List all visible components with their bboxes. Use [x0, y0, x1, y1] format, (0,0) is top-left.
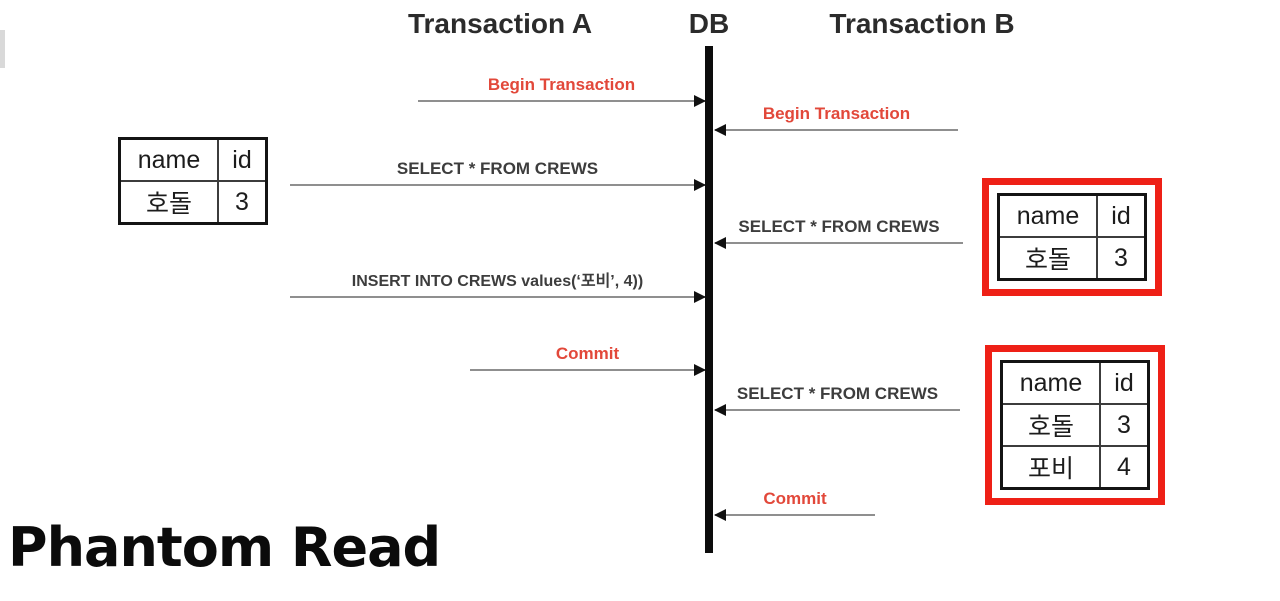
- message-a-select: SELECT * FROM CREWS: [290, 159, 706, 191]
- message-label: INSERT INTO CREWS values(‘포비’, 4)): [351, 273, 644, 290]
- table-cell-name: 호돌: [118, 180, 219, 225]
- arrow-line: [714, 509, 875, 521]
- message-a-insert: INSERT INTO CREWS values(‘포비’, 4)): [290, 267, 706, 303]
- table-row: 포비 4: [1000, 445, 1150, 490]
- message-label: Commit: [555, 344, 620, 363]
- arrowhead-right-icon: [694, 291, 706, 303]
- table-cell-id: 3: [1099, 403, 1150, 447]
- table-cell-id: 4: [1099, 445, 1150, 490]
- arrow-line: [418, 95, 706, 107]
- message-label: Commit: [763, 489, 827, 508]
- lifeline-header-transaction-b: Transaction B: [829, 8, 1015, 39]
- arrow-line: [290, 179, 706, 191]
- table-header-name: name: [997, 193, 1098, 238]
- page-title: Phantom Read: [8, 516, 441, 579]
- message-label: SELECT * FROM CREWS: [738, 217, 940, 236]
- table-cell-id: 3: [1096, 236, 1147, 281]
- message-a-commit: Commit: [470, 344, 706, 376]
- arrow-line: [470, 364, 706, 376]
- lifeline-header-db: DB: [688, 8, 730, 39]
- result-table-b-2: name id 호돌 3 포비 4: [1000, 360, 1150, 490]
- message-b-commit: Commit: [714, 489, 875, 521]
- message-b-select-2: SELECT * FROM CREWS: [714, 384, 960, 416]
- table-row: 호돌 3: [1000, 403, 1150, 447]
- table-header-id: id: [1096, 193, 1147, 238]
- result-table-b-1: name id 호돌 3: [997, 193, 1147, 281]
- table-header-id: id: [217, 137, 268, 182]
- message-label: SELECT * FROM CREWS: [736, 384, 939, 403]
- table-row: 호돌 3: [118, 180, 268, 225]
- arrow-line: [714, 124, 958, 136]
- arrowhead-right-icon: [694, 179, 706, 191]
- result-table-a: name id 호돌 3: [118, 137, 268, 225]
- table-header-name: name: [118, 137, 219, 182]
- arrow-line: [290, 291, 706, 303]
- highlight-frame-b-result-2: name id 호돌 3 포비 4: [985, 345, 1165, 505]
- arrowhead-right-icon: [694, 95, 706, 107]
- arrowhead-left-icon: [714, 237, 726, 249]
- table-row: name id: [118, 137, 268, 182]
- screen-edge-artifact: [0, 30, 5, 68]
- arrow-line: [714, 237, 963, 249]
- table-header-name: name: [1000, 360, 1101, 405]
- table-cell-name: 포비: [1000, 445, 1101, 490]
- lifeline-header-transaction-a: Transaction A: [407, 8, 593, 39]
- table-header-id: id: [1099, 360, 1150, 405]
- message-label: Begin Transaction: [762, 104, 911, 123]
- table-cell-id: 3: [217, 180, 268, 225]
- db-lifeline: [705, 46, 713, 553]
- arrowhead-left-icon: [714, 124, 726, 136]
- table-row: 호돌 3: [997, 236, 1147, 281]
- arrowhead-left-icon: [714, 404, 726, 416]
- table-cell-name: 호돌: [997, 236, 1098, 281]
- message-label: Begin Transaction: [487, 75, 636, 94]
- message-b-select-1: SELECT * FROM CREWS: [714, 217, 963, 249]
- arrowhead-left-icon: [714, 509, 726, 521]
- table-row: name id: [1000, 360, 1150, 405]
- message-a-begin-transaction: Begin Transaction: [418, 75, 706, 107]
- table-cell-name: 호돌: [1000, 403, 1101, 447]
- table-row: name id: [997, 193, 1147, 238]
- arrowhead-right-icon: [694, 364, 706, 376]
- highlight-frame-b-result-1: name id 호돌 3: [982, 178, 1162, 296]
- arrow-line: [714, 404, 960, 416]
- message-label: SELECT * FROM CREWS: [396, 159, 599, 178]
- message-b-begin-transaction: Begin Transaction: [714, 104, 958, 136]
